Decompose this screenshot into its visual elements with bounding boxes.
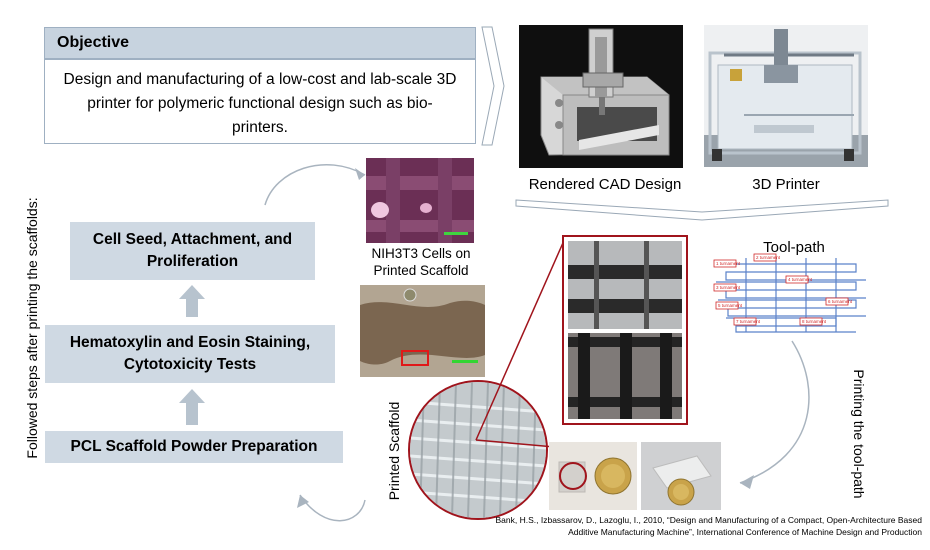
step-staining: Hematoxylin and Eosin Staining, Cytotoxi… (45, 325, 335, 383)
curved-arrow-bottom (297, 494, 366, 522)
curved-arrow-top (264, 164, 366, 206)
toolpath-tag: 3 turnament (716, 285, 741, 290)
citation-line-1: Bank, H.S., Izbassarov, D., Lazoglu, I.,… (495, 515, 922, 525)
toolpath-tag: 4 turnament (788, 277, 813, 282)
printing-toolpath-label: Printing the tool-path (851, 369, 867, 499)
toolpath-tag: 6 turnament (828, 299, 853, 304)
microscope-frame (562, 235, 688, 425)
curved-arrow-right (739, 340, 810, 489)
zoom-connector (475, 235, 567, 449)
cells-label: NIH3T3 Cells on Printed Scaffold (371, 246, 471, 278)
printer-photo (704, 25, 868, 167)
toolpath-tag: 5 turnament (718, 303, 743, 308)
printer-label: 3D Printer (752, 176, 820, 193)
objective-text: Design and manufacturing of a low-cost a… (44, 59, 476, 144)
stained-image (360, 285, 485, 377)
toolpath-tag: 2 turnament (756, 255, 781, 260)
steps-side-label: Followed steps after printing the scaffo… (24, 197, 40, 459)
printed-scaffold-label: Printed Scaffold (386, 401, 402, 501)
printed-coin-photo-1 (549, 442, 637, 510)
cells-image (366, 158, 474, 243)
objective-title: Objective (44, 27, 476, 59)
citation: Bank, H.S., Izbassarov, D., Lazoglu, I.,… (300, 514, 922, 538)
toolpath-tag: 8 turnament (802, 319, 827, 324)
toolpath-label: Tool-path (763, 239, 825, 256)
toolpath-tag: 7 turnament (736, 319, 761, 324)
cad-label: Rendered CAD Design (528, 176, 682, 193)
step-pcl-powder: PCL Scaffold Powder Preparation (45, 431, 343, 463)
up-arrow-2 (179, 389, 205, 425)
down-chevron (515, 199, 889, 221)
toolpath-diagram: 1 turnament 2 turnament 3 turnament 4 tu… (713, 253, 866, 333)
up-arrow-1 (179, 285, 205, 317)
objective-chevron (481, 26, 505, 146)
citation-line-2: Additive Manufacturing Machine”, Interna… (568, 527, 922, 537)
cad-render-image (519, 25, 683, 168)
step-cell-seed: Cell Seed, Attachment, and Proliferation (70, 222, 315, 280)
toolpath-tag: 1 turnament (716, 261, 741, 266)
scaffold-zoom-circle (408, 380, 548, 520)
printed-coin-photo-2 (641, 442, 721, 510)
